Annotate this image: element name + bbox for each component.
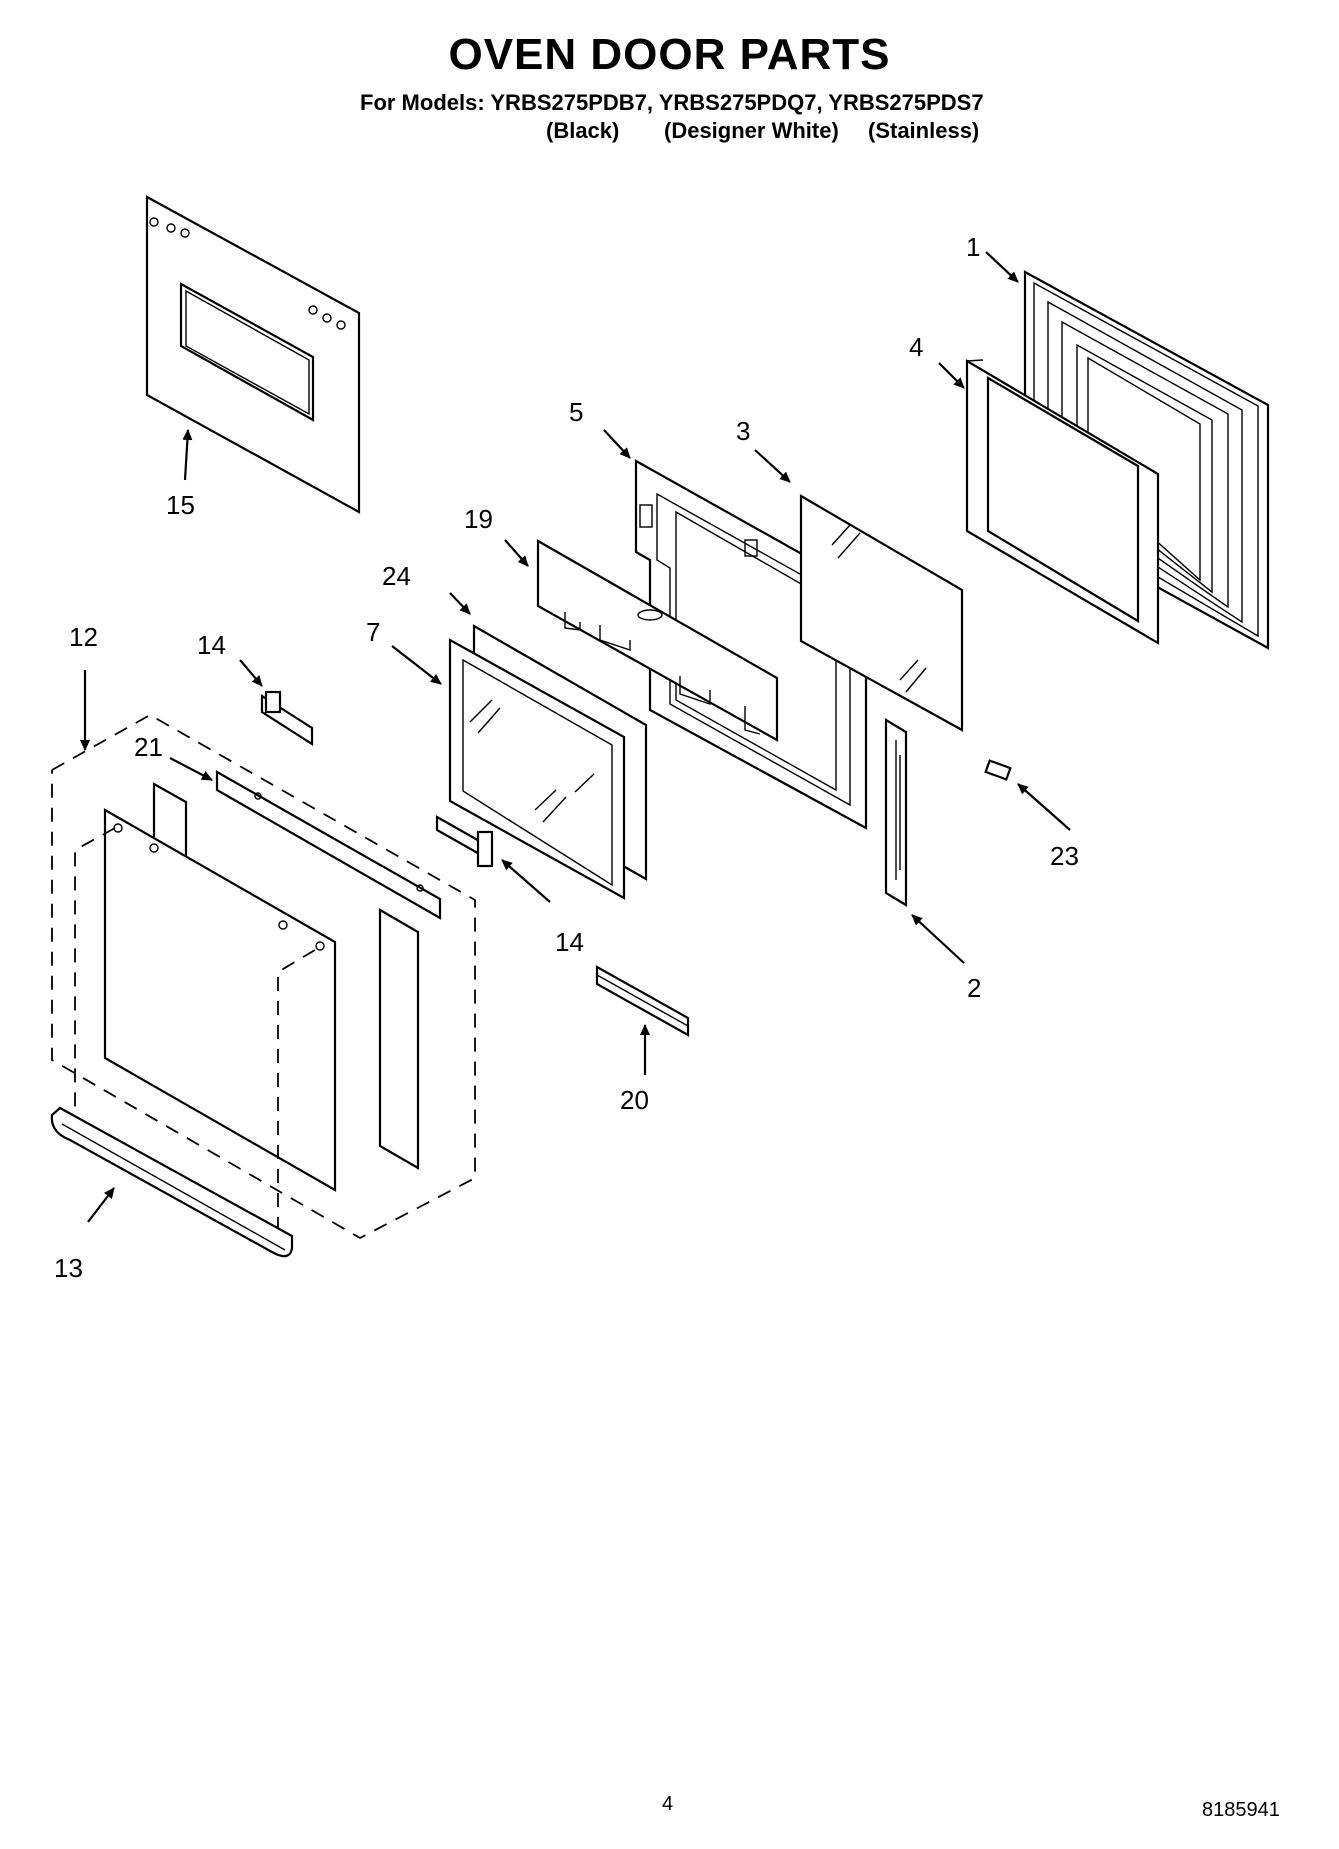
part-3-glass-pane bbox=[754, 449, 964, 732]
callout-14-lower: 14 bbox=[555, 927, 584, 957]
variant-stainless: (Stainless) bbox=[868, 118, 980, 143]
part-14-bracket-lower bbox=[435, 815, 551, 903]
part-12-door-assembly bbox=[51, 670, 476, 1240]
document-number: 8185941 bbox=[1202, 1799, 1280, 1821]
callout-5: 5 bbox=[569, 397, 584, 427]
callout-20: 20 bbox=[620, 1085, 649, 1115]
part-2-hinge bbox=[884, 718, 965, 964]
callout-24: 24 bbox=[382, 561, 411, 591]
callout-23: 23 bbox=[1050, 841, 1079, 871]
callout-13: 13 bbox=[54, 1253, 83, 1283]
callout-4: 4 bbox=[909, 332, 924, 362]
variant-black: (Black) bbox=[546, 118, 620, 143]
page-title: OVEN DOOR PARTS bbox=[448, 30, 891, 79]
callout-19: 19 bbox=[464, 504, 493, 534]
callout-1: 1 bbox=[966, 232, 981, 262]
callout-7: 7 bbox=[366, 617, 381, 647]
page-number: 4 bbox=[662, 1793, 674, 1815]
callout-2: 2 bbox=[967, 973, 982, 1003]
part-7-inner-glass bbox=[391, 638, 626, 900]
part-13-handle-trim bbox=[50, 1106, 294, 1258]
part-inner-door-panel bbox=[74, 782, 420, 1250]
callout-14-upper: 14 bbox=[197, 630, 226, 660]
part-19-heat-shield bbox=[504, 539, 779, 742]
callout-3: 3 bbox=[736, 416, 751, 446]
models-line: For Models: YRBS275PDB7, YRBS275PDQ7, YR… bbox=[360, 90, 984, 115]
part-20-trim-strip bbox=[595, 965, 690, 1075]
part-21-bar bbox=[169, 757, 442, 920]
part-14-bracket-upper bbox=[239, 659, 314, 747]
callout-12: 12 bbox=[69, 622, 98, 652]
part-23-clip bbox=[984, 759, 1071, 831]
variant-designer-white: (Designer White) bbox=[664, 118, 839, 143]
part-15-outer-door-panel bbox=[145, 195, 361, 514]
callout-21: 21 bbox=[134, 732, 163, 762]
callout-15: 15 bbox=[166, 490, 195, 520]
part-4-door-gasket bbox=[938, 359, 1160, 645]
